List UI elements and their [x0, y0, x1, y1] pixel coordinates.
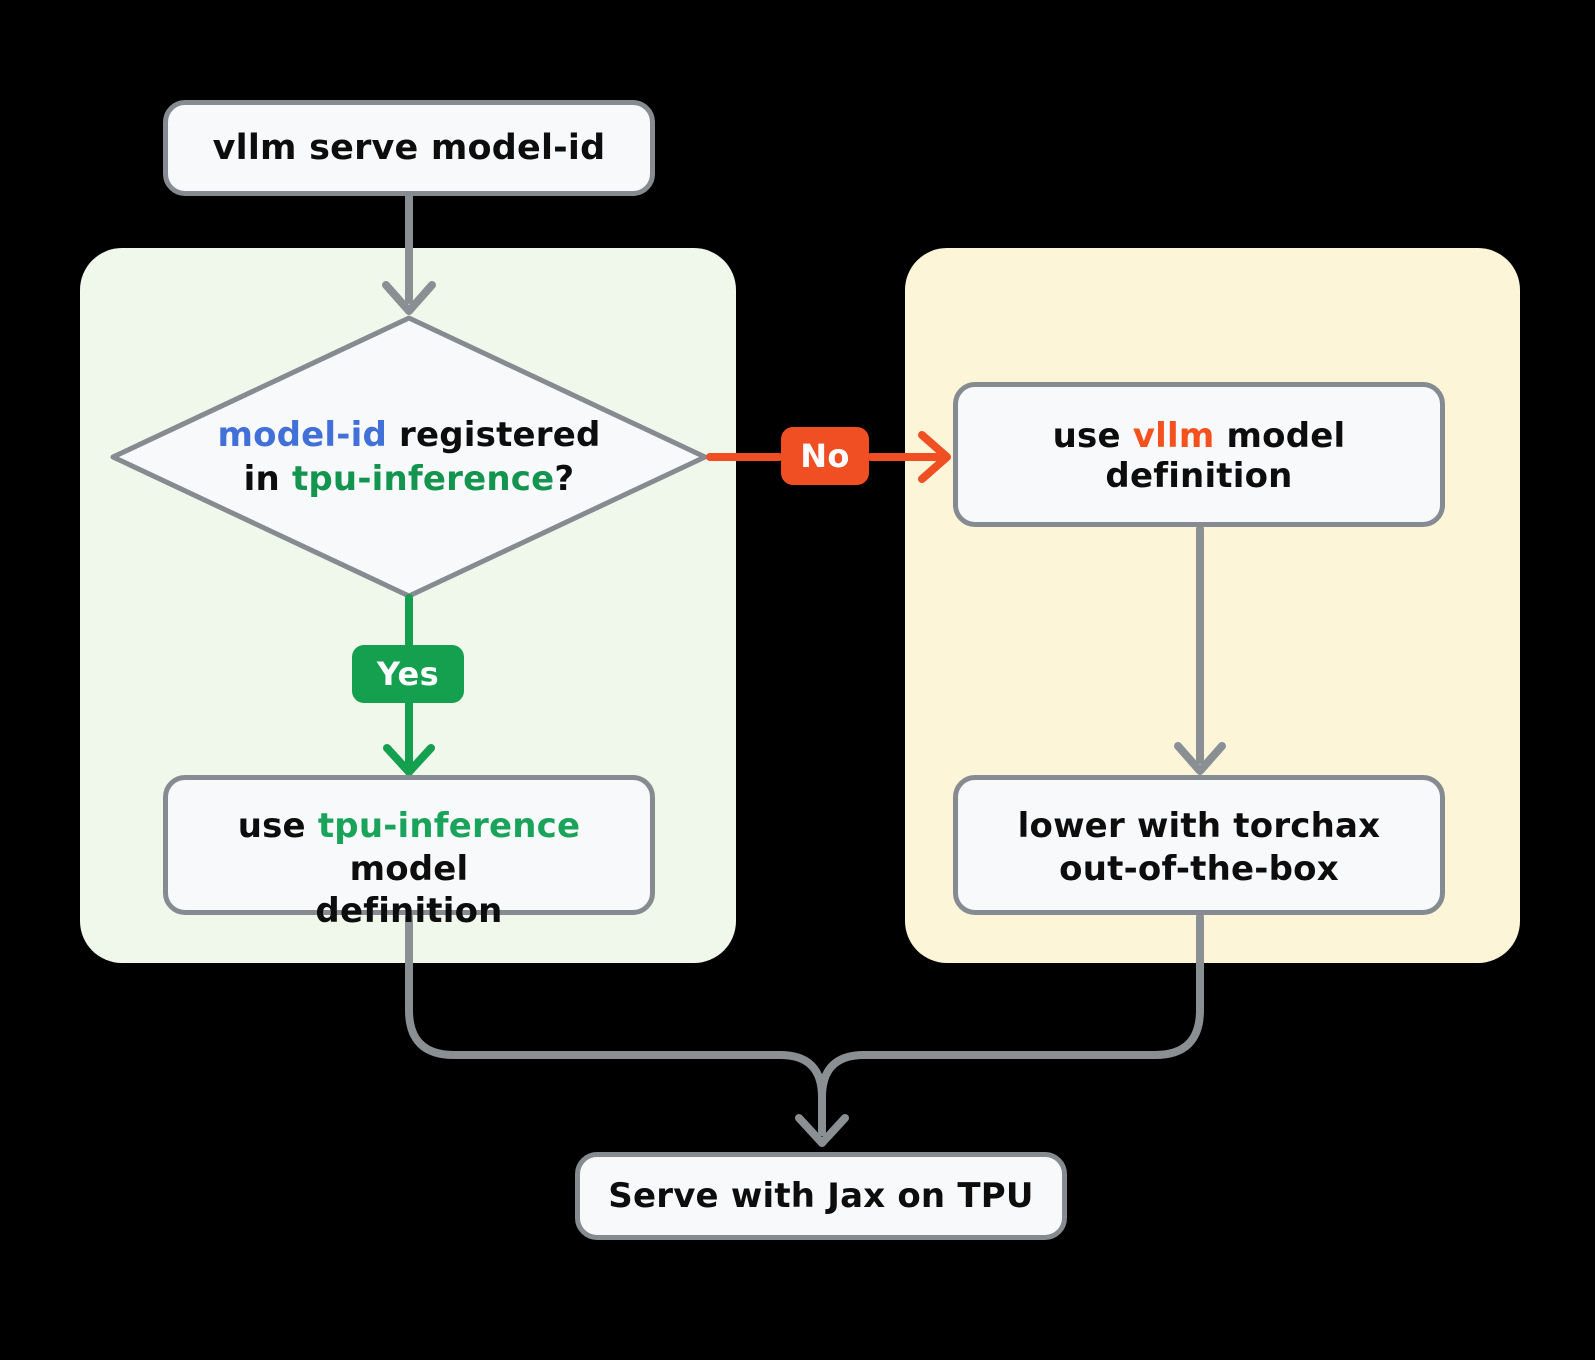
node-decision[interactable]: model-id registered in tpu-inference? [110, 316, 708, 598]
edge-merge-to-serve-arrowhead [795, 1114, 849, 1147]
vllm-token-model-definition: model definition [1105, 416, 1346, 496]
node-vllm-definition[interactable]: use vllm model definition [953, 382, 1445, 527]
edge-label-yes[interactable]: Yes [352, 645, 464, 703]
edge-label-no[interactable]: No [781, 427, 869, 485]
tpu-token-use: use [237, 806, 318, 846]
decision-token-tpu-inference: tpu-inference [291, 459, 555, 499]
tpu-token-tpu-inference: tpu-inference [317, 806, 581, 846]
node-serve[interactable]: Serve with Jax on TPU [575, 1152, 1067, 1240]
tpu-token-model: model [349, 848, 469, 889]
node-vllm-definition-label: use vllm model definition [958, 416, 1440, 496]
node-serve-label: Serve with Jax on TPU [608, 1176, 1034, 1216]
node-tpu-definition-label: use tpu-inference model definition [168, 805, 650, 933]
node-start[interactable]: vllm serve model-id [163, 100, 655, 196]
decision-token-question: ? [554, 459, 575, 499]
decision-token-in: in [243, 459, 292, 499]
tpu-token-definition: definition [315, 891, 503, 931]
vllm-token-use: use [1052, 416, 1133, 456]
node-torchax[interactable]: lower with torchax out-of-the-box [953, 775, 1445, 915]
edge-label-yes-text: Yes [376, 655, 440, 693]
node-torchax-label: lower with torchax out-of-the-box [958, 805, 1440, 890]
edge-label-no-text: No [800, 437, 850, 475]
node-decision-label: model-id registered in tpu-inference? [110, 316, 708, 598]
vllm-token-vllm: vllm [1132, 416, 1215, 456]
decision-token-registered: registered [386, 414, 601, 455]
decision-token-model-id: model-id [217, 414, 387, 455]
node-torchax-line1: lower with torchax [1017, 806, 1381, 846]
node-start-label: vllm serve model-id [212, 128, 606, 168]
node-torchax-line2: out-of-the-box [1059, 848, 1339, 889]
node-tpu-definition[interactable]: use tpu-inference model definition [163, 775, 655, 931]
